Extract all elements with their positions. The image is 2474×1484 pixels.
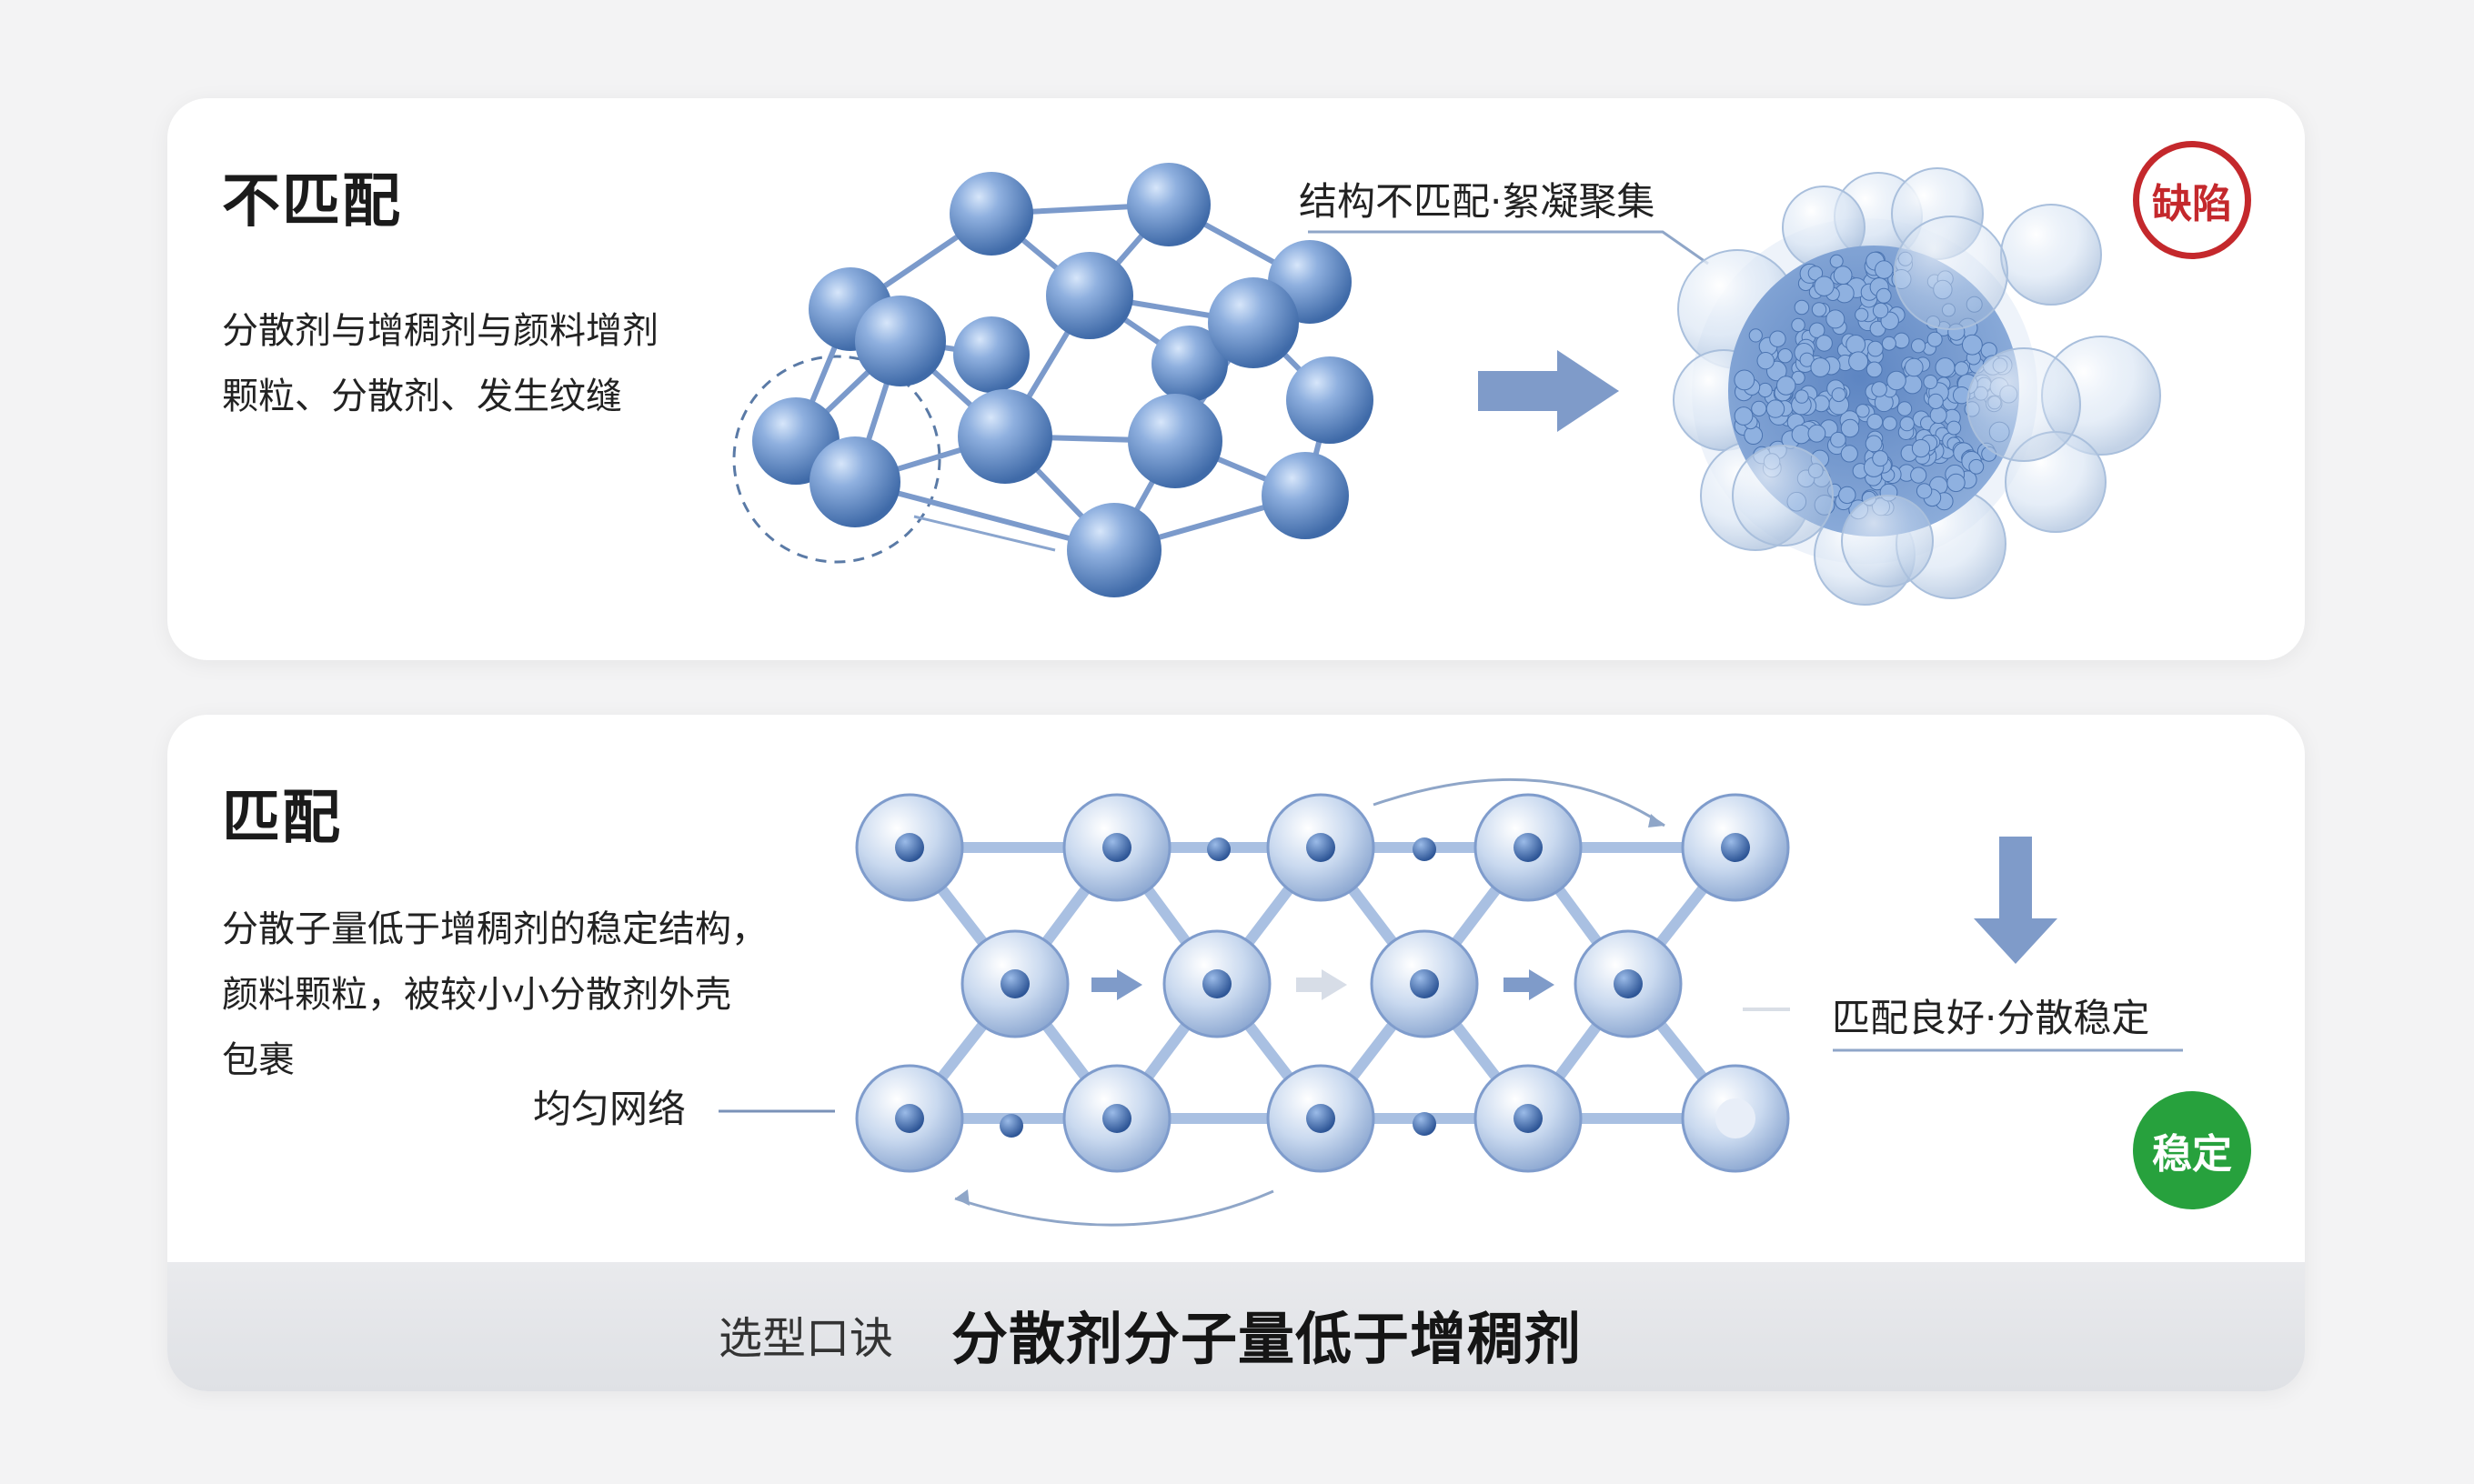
particle — [1791, 317, 1805, 333]
network-label: 均匀网络 — [533, 1087, 687, 1131]
mismatch-description: 分散剂与增稠剂与颜料增剂 颗粒、分散剂、发生纹缝 — [222, 298, 659, 429]
particle — [1923, 375, 1938, 389]
particle — [1845, 335, 1866, 355]
lattice-shells — [855, 793, 1790, 1173]
match-desc-line1: 分散子量低于增稠剂的稳定结构， — [222, 908, 768, 950]
particle — [1748, 328, 1763, 343]
particle — [1875, 260, 1894, 279]
particle — [1777, 348, 1793, 364]
particle — [1876, 287, 1892, 304]
particle — [1838, 486, 1856, 505]
match-desc-line3: 包裹 — [222, 1039, 295, 1081]
particle — [1751, 400, 1767, 416]
defect-badge: 缺陷 — [2133, 141, 2251, 259]
particle — [1911, 439, 1931, 458]
particle — [1799, 352, 1815, 367]
particle — [1811, 302, 1827, 317]
particle — [1795, 389, 1809, 404]
mismatch-desc-line1: 分散剂与增稠剂与颜料增剂 — [222, 310, 659, 352]
particle — [1871, 381, 1887, 397]
particle — [1814, 276, 1835, 296]
particle — [1896, 401, 1913, 416]
uniform-lattice — [719, 777, 1790, 1227]
mismatch-desc-line2: 颗粒、分散剂、发生纹缝 — [222, 376, 622, 417]
right-arrow-icon — [1478, 350, 1619, 432]
stable-badge: 稳定 — [2133, 1091, 2251, 1209]
particle — [1881, 336, 1896, 351]
particle — [1946, 420, 1962, 436]
particle — [1776, 376, 1796, 396]
particle — [1734, 406, 1754, 426]
particle — [1833, 266, 1853, 286]
footer-slogan: 分散剂分子量低于增稠剂 — [951, 1306, 1583, 1372]
particle — [1893, 332, 1910, 349]
match-title: 匹配 — [222, 785, 342, 852]
particle — [1794, 299, 1810, 316]
particle — [1872, 302, 1889, 319]
particle — [1840, 418, 1860, 438]
particle — [1848, 351, 1869, 372]
mismatch-molecule-network — [732, 163, 1373, 597]
small-flow-arrows — [1091, 969, 1790, 1011]
particle — [1905, 357, 1924, 377]
atoms — [752, 163, 1373, 597]
particle — [1916, 483, 1933, 499]
particle — [1810, 357, 1831, 377]
particle — [1809, 322, 1825, 338]
particle — [1866, 413, 1884, 430]
particle — [1807, 424, 1826, 443]
particle — [1911, 338, 1926, 354]
particle — [1882, 416, 1897, 431]
callout-line — [1308, 230, 1709, 266]
particle — [1926, 331, 1943, 347]
particle — [1855, 307, 1869, 322]
down-arrow-icon — [1974, 837, 2057, 964]
particle — [1968, 458, 1985, 475]
particle — [1840, 445, 1858, 463]
particle — [1929, 406, 1947, 424]
flow-arc-top — [1373, 777, 1665, 827]
particle — [1866, 361, 1883, 378]
particle — [1935, 357, 1956, 378]
particle — [1962, 334, 1983, 356]
particle — [1910, 466, 1927, 484]
dashed-highlight-circle — [732, 355, 941, 564]
particle — [1886, 370, 1906, 391]
particle — [1765, 399, 1785, 418]
particle — [1954, 361, 1969, 376]
particle — [1807, 266, 1824, 281]
particle — [1865, 435, 1883, 453]
leader-line — [913, 515, 1056, 552]
flocculated-cluster — [1673, 167, 2161, 606]
match-description: 分散子量低于增稠剂的稳定结构， 颜料颗粒，被较小小分散剂外壳 包裹 — [222, 897, 768, 1093]
particle — [1872, 450, 1889, 467]
particle — [1830, 431, 1846, 448]
match-desc-line2: 颜料颗粒，被较小小分散剂外壳 — [222, 974, 731, 1016]
particle — [1856, 404, 1870, 418]
footer-banner: 选型口诀 分散剂分子量低于增稠剂 — [167, 1262, 2305, 1391]
particle — [1867, 340, 1884, 357]
particle — [1927, 393, 1944, 409]
particle — [1815, 335, 1833, 352]
particle — [1744, 426, 1764, 446]
particle — [1831, 387, 1846, 403]
particle — [1734, 369, 1755, 391]
mismatch-callout: 结构不匹配·絮凝聚集 — [1299, 179, 1655, 224]
footer-label: 选型口诀 — [719, 1313, 894, 1364]
particle — [1946, 473, 1966, 493]
match-callout: 匹配良好·分散稳定 — [1832, 996, 2150, 1040]
particle — [1829, 254, 1844, 268]
particle — [1902, 374, 1923, 395]
particle — [1756, 352, 1775, 370]
particle — [1899, 416, 1915, 432]
mismatch-title: 不匹配 — [222, 168, 402, 236]
particle — [1825, 309, 1845, 329]
particle — [1769, 330, 1786, 347]
particle — [1757, 382, 1773, 398]
particle — [1791, 425, 1812, 445]
flow-arc-bottom — [954, 1189, 1274, 1227]
